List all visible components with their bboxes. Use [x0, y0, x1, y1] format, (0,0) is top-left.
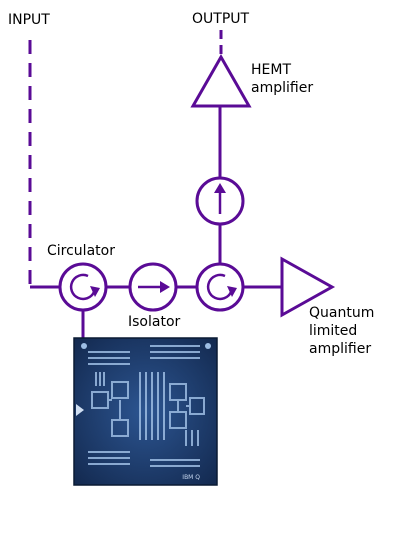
circulator-label: Circulator [47, 243, 115, 259]
hemt-amplifier-label: HEMT amplifier [251, 62, 314, 96]
isolator-horizontal [128, 262, 178, 312]
chip-marking: IBM Q [182, 474, 200, 481]
hemt-amplifier [190, 53, 252, 108]
output-label: OUTPUT [192, 11, 250, 27]
quantum-chip: IBM Q [73, 337, 218, 486]
input-label: INPUT [8, 12, 50, 28]
isolator-label: Isolator [128, 314, 181, 330]
circulator-1 [58, 262, 108, 312]
isolator-vertical [195, 176, 245, 226]
quantum-amplifier-label: Quantum limited amplifier [309, 305, 375, 357]
quantum-amplifier [280, 256, 336, 318]
circulator-2 [195, 262, 245, 312]
